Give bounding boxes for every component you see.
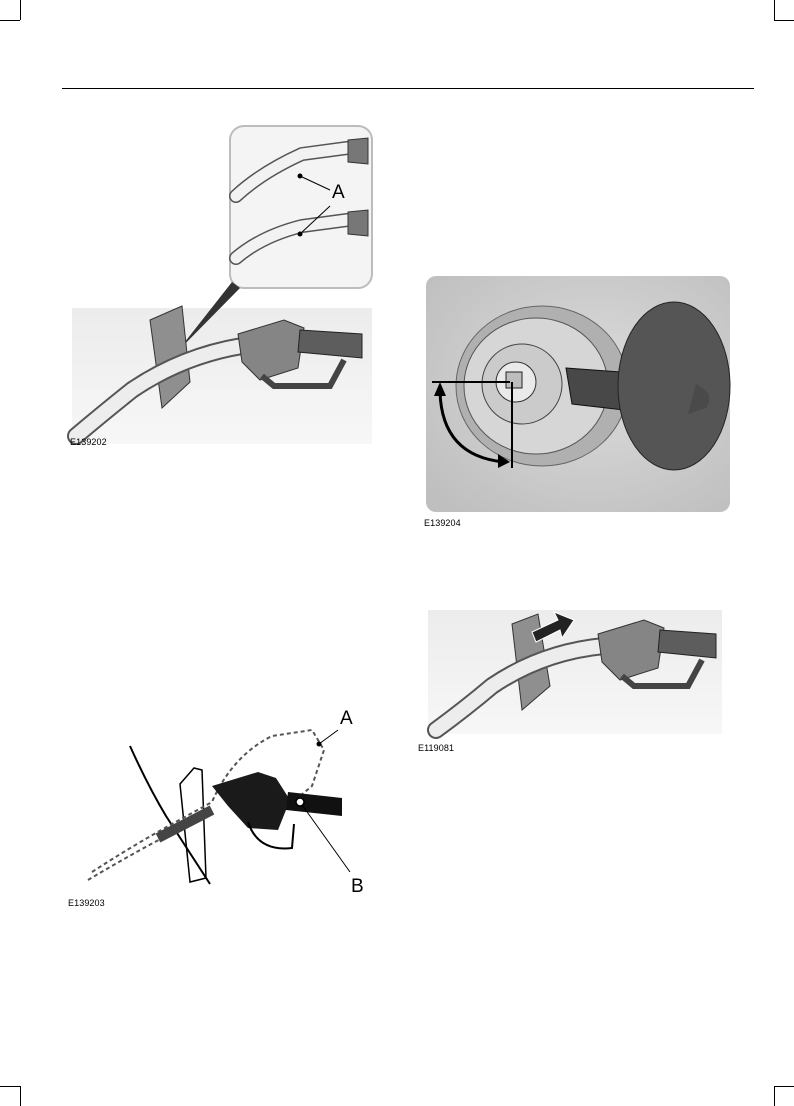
nozzle-remove-illustration bbox=[426, 606, 730, 756]
figure-code: E139202 bbox=[70, 437, 107, 447]
fuel-door-illustration bbox=[426, 276, 730, 534]
crop-mark bbox=[774, 20, 794, 21]
figure-nozzle-positions: A B E139203 bbox=[62, 706, 382, 912]
nozzle-insert-illustration bbox=[62, 124, 382, 454]
figure-code: E139203 bbox=[68, 898, 105, 908]
crop-mark bbox=[774, 1086, 794, 1087]
header-rule bbox=[62, 88, 754, 89]
crop-mark bbox=[774, 0, 775, 20]
figure-fuel-door: E139204 bbox=[426, 276, 730, 534]
figure-code: E139204 bbox=[424, 518, 461, 528]
callout-label: B bbox=[351, 876, 364, 898]
callout-label: A bbox=[332, 182, 345, 204]
nozzle-positions-illustration bbox=[62, 706, 382, 912]
crop-mark bbox=[20, 1086, 21, 1106]
crop-mark bbox=[20, 0, 21, 20]
crop-mark bbox=[0, 20, 20, 21]
figure-nozzle-remove: E119081 bbox=[426, 606, 730, 756]
figure-code: E119081 bbox=[418, 743, 454, 753]
crop-mark bbox=[774, 1086, 775, 1106]
callout-label: A bbox=[340, 708, 353, 730]
figure-nozzle-insert: A E139202 bbox=[62, 124, 382, 454]
crop-mark bbox=[0, 1086, 20, 1087]
